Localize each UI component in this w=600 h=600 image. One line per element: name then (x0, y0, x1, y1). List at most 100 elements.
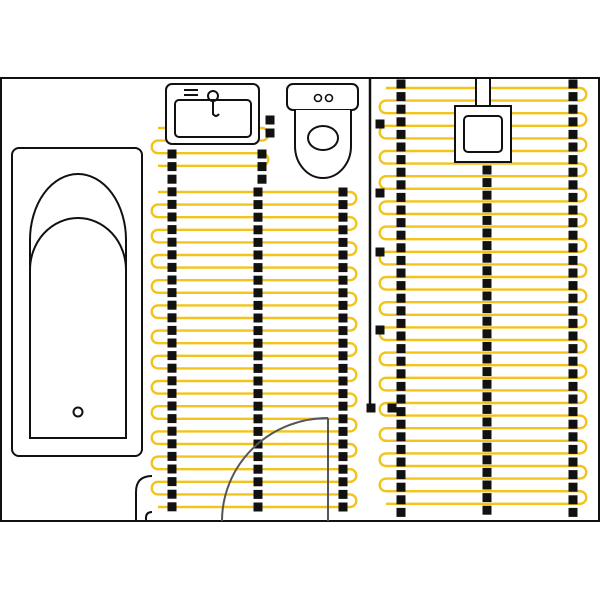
clip-extra (375, 325, 385, 335)
clip-left-col-1 (167, 426, 177, 436)
clip-right-col-2 (482, 480, 492, 490)
clip-extra (375, 188, 385, 198)
clip-left-col-1 (167, 338, 177, 348)
clip-right-col-2 (482, 203, 492, 213)
clip-left-col-3 (338, 250, 348, 260)
cable-cold-lead-end (145, 511, 153, 521)
clip-right-col-2 (482, 304, 492, 314)
clip-left-col-3 (338, 212, 348, 222)
clip-left-col-2 (253, 225, 263, 235)
clip-left-col-2 (253, 351, 263, 361)
clip-right-col-3 (568, 482, 578, 492)
clip-left-col-2 (253, 489, 263, 499)
clip-left-col-2 (253, 288, 263, 298)
clip-left-col-3 (338, 187, 348, 197)
clip-right-col-1 (396, 318, 406, 328)
clip-right-col-3 (568, 281, 578, 291)
clip-right-col-1 (396, 218, 406, 228)
bathtub-drain (72, 406, 84, 418)
clip-right-col-3 (568, 306, 578, 316)
clip-left-col-1 (167, 187, 177, 197)
clip-left-col-2-upper (257, 149, 267, 159)
clip-right-col-3 (568, 129, 578, 139)
clip-right-col-2 (482, 228, 492, 238)
clip-left-col-1 (167, 351, 177, 361)
clip-right-col-1 (396, 495, 406, 505)
clip-right-col-2 (482, 430, 492, 440)
clip-left-col-1 (167, 275, 177, 285)
clip-left-col-3 (338, 288, 348, 298)
washbasin (165, 83, 260, 145)
clip-right-col-2 (482, 266, 492, 276)
clip-right-col-3 (568, 142, 578, 152)
clip-right-col-3 (568, 407, 578, 417)
clip-right-col-3 (568, 218, 578, 228)
clip-left-col-3 (338, 401, 348, 411)
cable-cold-lead (135, 475, 153, 521)
clip-right-col-1 (396, 129, 406, 139)
clip-right-col-1 (396, 230, 406, 240)
clip-right-col-1 (396, 444, 406, 454)
clip-left-col-1 (167, 414, 177, 424)
clip-right-col-3 (568, 180, 578, 190)
clip-right-col-1 (396, 167, 406, 177)
clip-left-col-2 (253, 414, 263, 424)
clip-right-col-2 (482, 354, 492, 364)
clip-left-col-2 (253, 200, 263, 210)
clip-right-col-3 (568, 369, 578, 379)
clip-right-col-1 (396, 482, 406, 492)
clip-left-col-2 (253, 237, 263, 247)
clip-right-col-3 (568, 92, 578, 102)
clip-right-col-1 (396, 281, 406, 291)
clip-left-col-3 (338, 326, 348, 336)
clip-left-col-1 (167, 363, 177, 373)
clip-right-col-3 (568, 268, 578, 278)
clip-right-col-2 (482, 392, 492, 402)
clip-left-col-3 (338, 275, 348, 285)
clip-right-col-1 (396, 205, 406, 215)
clip-extra (387, 403, 397, 413)
clip-left-col-1 (167, 376, 177, 386)
clip-right-col-1 (396, 79, 406, 89)
clip-extra (375, 247, 385, 257)
clip-extra (265, 128, 275, 138)
clip-left-col-2 (253, 426, 263, 436)
cable-fixing-clips (167, 79, 578, 517)
clip-right-col-1 (396, 243, 406, 253)
clip-left-col-2 (253, 452, 263, 462)
clip-right-col-2 (482, 455, 492, 465)
clip-left-col-3 (338, 489, 348, 499)
clip-left-col-2 (253, 300, 263, 310)
clip-right-col-3 (568, 293, 578, 303)
clip-right-col-3 (568, 104, 578, 114)
clip-left-col-3 (338, 502, 348, 512)
clip-right-col-1 (396, 457, 406, 467)
door (221, 417, 329, 522)
clip-right-col-2 (482, 379, 492, 389)
clip-left-col-3 (338, 389, 348, 399)
room-outline (0, 77, 600, 522)
clip-right-col-3 (568, 419, 578, 429)
clip-right-col-2 (482, 291, 492, 301)
clip-left-col-3 (338, 414, 348, 424)
heating-controller (454, 77, 512, 163)
clip-right-col-2 (482, 178, 492, 188)
clip-right-col-1 (396, 331, 406, 341)
clip-right-col-1 (396, 155, 406, 165)
clip-right-col-3 (568, 192, 578, 202)
clip-left-col-3 (338, 200, 348, 210)
clip-left-col-3 (338, 376, 348, 386)
clip-right-col-2 (482, 316, 492, 326)
clip-extra (265, 115, 275, 125)
clip-right-col-3 (568, 243, 578, 253)
clip-left-col-1 (167, 237, 177, 247)
cable-run-left (150, 190, 358, 509)
clip-left-col-3 (338, 338, 348, 348)
clip-left-col-1 (167, 199, 177, 209)
clip-right-col-1 (396, 407, 406, 417)
clip-right-col-3 (568, 470, 578, 480)
clip-right-col-3 (568, 331, 578, 341)
cable-run-right (378, 86, 588, 505)
clip-right-col-2 (482, 165, 492, 175)
